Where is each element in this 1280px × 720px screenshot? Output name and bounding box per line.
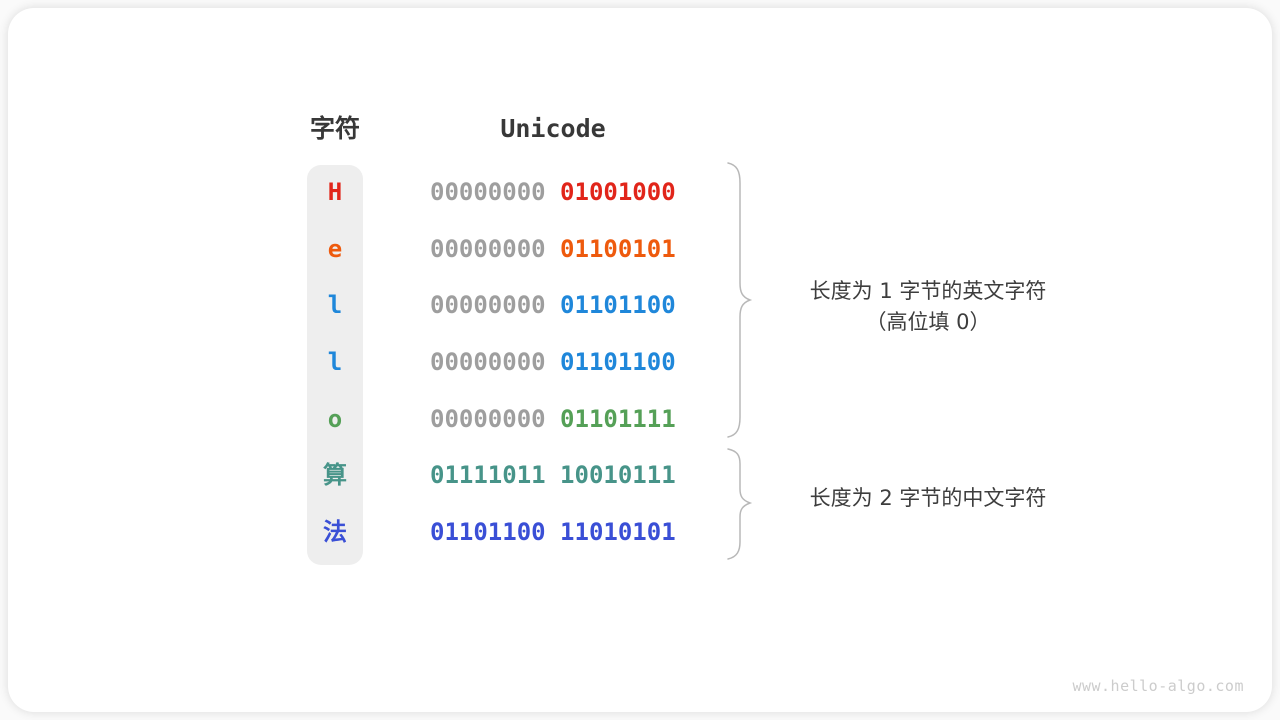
unicode-binary: 00000000 01101100 bbox=[430, 277, 676, 334]
unicode-binary: 00000000 01100101 bbox=[430, 221, 676, 278]
char-column-header: 字符 bbox=[309, 114, 360, 143]
char-cell: e bbox=[327, 235, 343, 263]
table-row: 算 01111011 10010111 bbox=[0, 447, 1280, 504]
annotation-line: （高位填 0） bbox=[865, 310, 991, 334]
high-byte: 01101100 bbox=[430, 518, 546, 546]
low-byte: 10010111 bbox=[560, 461, 676, 489]
high-byte: 00000000 bbox=[430, 405, 546, 433]
high-byte: 00000000 bbox=[430, 291, 546, 319]
brace-chinese-group-icon bbox=[724, 447, 754, 561]
watermark: www.hello-algo.com bbox=[1072, 677, 1244, 695]
table-row: H 00000000 01001000 bbox=[0, 164, 1280, 221]
table-row: o 00000000 01101111 bbox=[0, 391, 1280, 448]
high-byte: 01111011 bbox=[430, 461, 546, 489]
low-byte: 01101111 bbox=[560, 405, 676, 433]
unicode-binary: 00000000 01101111 bbox=[430, 391, 676, 448]
high-byte: 00000000 bbox=[430, 348, 546, 376]
high-byte: 00000000 bbox=[430, 235, 546, 263]
unicode-binary: 00000000 01001000 bbox=[430, 164, 676, 221]
table-row: e 00000000 01100101 bbox=[0, 221, 1280, 278]
char-cell: H bbox=[327, 178, 343, 206]
unicode-binary: 00000000 01101100 bbox=[430, 334, 676, 391]
char-cell: o bbox=[327, 405, 343, 433]
table-row: 法 01101100 11010101 bbox=[0, 504, 1280, 561]
annotation-line: 长度为 1 字节的英文字符 bbox=[809, 279, 1047, 303]
char-column-strip bbox=[307, 165, 363, 565]
unicode-binary: 01101100 11010101 bbox=[430, 504, 676, 561]
table-row: l 00000000 01101100 bbox=[0, 334, 1280, 391]
annotation-english-chars: 长度为 1 字节的英文字符 （高位填 0） bbox=[758, 276, 1098, 338]
char-cell: 法 bbox=[323, 518, 347, 546]
high-byte: 00000000 bbox=[430, 178, 546, 206]
low-byte: 01101100 bbox=[560, 291, 676, 319]
unicode-binary: 01111011 10010111 bbox=[430, 447, 676, 504]
brace-english-group-icon bbox=[724, 161, 754, 441]
table-row: l 00000000 01101100 bbox=[0, 277, 1280, 334]
low-byte: 01001000 bbox=[560, 178, 676, 206]
low-byte: 01101100 bbox=[560, 348, 676, 376]
low-byte: 11010101 bbox=[560, 518, 676, 546]
char-cell: l bbox=[327, 348, 343, 376]
unicode-column-header: Unicode bbox=[500, 114, 606, 143]
char-cell: l bbox=[327, 291, 343, 319]
diagram-card bbox=[8, 8, 1272, 712]
annotation-line: 长度为 2 字节的中文字符 bbox=[809, 486, 1047, 510]
char-cell: 算 bbox=[323, 461, 347, 489]
low-byte: 01100101 bbox=[560, 235, 676, 263]
annotation-chinese-chars: 长度为 2 字节的中文字符 bbox=[758, 483, 1098, 514]
